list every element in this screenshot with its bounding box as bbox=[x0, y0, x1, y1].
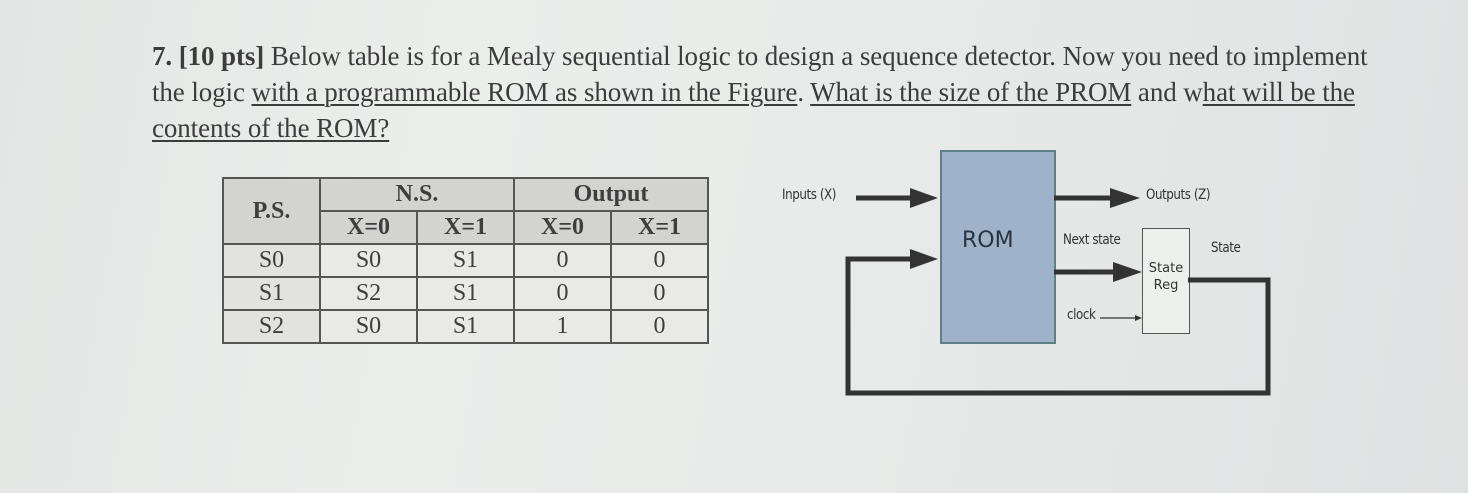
state-register-label-line2: Reg bbox=[1153, 278, 1179, 293]
rom-label: ROM bbox=[962, 228, 1014, 253]
question-points: [10 pts] bbox=[178, 41, 265, 71]
question-underline-contents: hat will be the contents of the ROM? bbox=[152, 77, 1355, 143]
cell-ps: S1 bbox=[222, 276, 321, 311]
cell-out-x0: 0 bbox=[513, 276, 612, 311]
input-arrow-icon bbox=[856, 188, 938, 208]
header-output: Output bbox=[513, 177, 709, 212]
cell-ps: S2 bbox=[222, 309, 321, 344]
question-text: 7. [10 pts] Below table is for a Mealy s… bbox=[152, 38, 1392, 146]
state-register-label: State Reg bbox=[1146, 260, 1186, 294]
next-state-label: Next state bbox=[1063, 232, 1121, 248]
question-text-part3: and w bbox=[1131, 77, 1203, 107]
clock-label: clock bbox=[1067, 307, 1096, 323]
state-register-label-line1: State bbox=[1148, 261, 1184, 276]
header-out-x1: X=1 bbox=[610, 210, 709, 245]
cell-ns-x0: S0 bbox=[319, 309, 418, 344]
cell-out-x1: 0 bbox=[610, 309, 709, 344]
clock-arrow-icon bbox=[1100, 315, 1142, 321]
cell-ns-x1: S1 bbox=[416, 276, 515, 311]
question-number: 7. bbox=[152, 41, 173, 71]
question-text-part1: Below table is for a Mealy sequential lo… bbox=[152, 41, 1368, 107]
state-label: State bbox=[1211, 240, 1241, 256]
table-row: S0 S0 S1 0 0 bbox=[222, 243, 709, 278]
cell-out-x0: 0 bbox=[513, 243, 612, 278]
header-out-x0: X=0 bbox=[513, 210, 612, 245]
header-ns-x1: X=1 bbox=[416, 210, 515, 245]
question-underline-rom: with a programmable ROM as shown in the … bbox=[251, 77, 798, 107]
cell-out-x1: 0 bbox=[610, 276, 709, 311]
question-text-part2: . bbox=[797, 77, 811, 107]
header-present-state: P.S. bbox=[222, 177, 321, 245]
header-ns-x0: X=0 bbox=[319, 210, 418, 245]
next-state-arrow-icon bbox=[1054, 262, 1142, 282]
header-next-state: N.S. bbox=[319, 177, 515, 212]
outputs-label: Outputs (Z) bbox=[1146, 187, 1211, 203]
cell-ns-x1: S1 bbox=[416, 309, 515, 344]
cell-ns-x0: S0 bbox=[319, 243, 418, 278]
state-table: P.S. N.S. Output X=0 X=1 X=0 X=1 S0 S0 S… bbox=[222, 177, 709, 344]
table-row: S2 S0 S1 1 0 bbox=[222, 309, 709, 344]
feedback-arrow-icon bbox=[845, 249, 1271, 396]
cell-ns-x1: S1 bbox=[416, 243, 515, 278]
table-row: S1 S2 S1 0 0 bbox=[222, 276, 709, 311]
cell-out-x1: 0 bbox=[610, 243, 709, 278]
question-underline-size: What is the size of the PROM bbox=[810, 77, 1132, 107]
cell-ps: S0 bbox=[222, 243, 321, 278]
cell-ns-x0: S2 bbox=[319, 276, 418, 311]
inputs-label: Inputs (X) bbox=[782, 187, 836, 203]
output-arrow-icon bbox=[1054, 188, 1140, 208]
cell-out-x0: 1 bbox=[513, 309, 612, 344]
